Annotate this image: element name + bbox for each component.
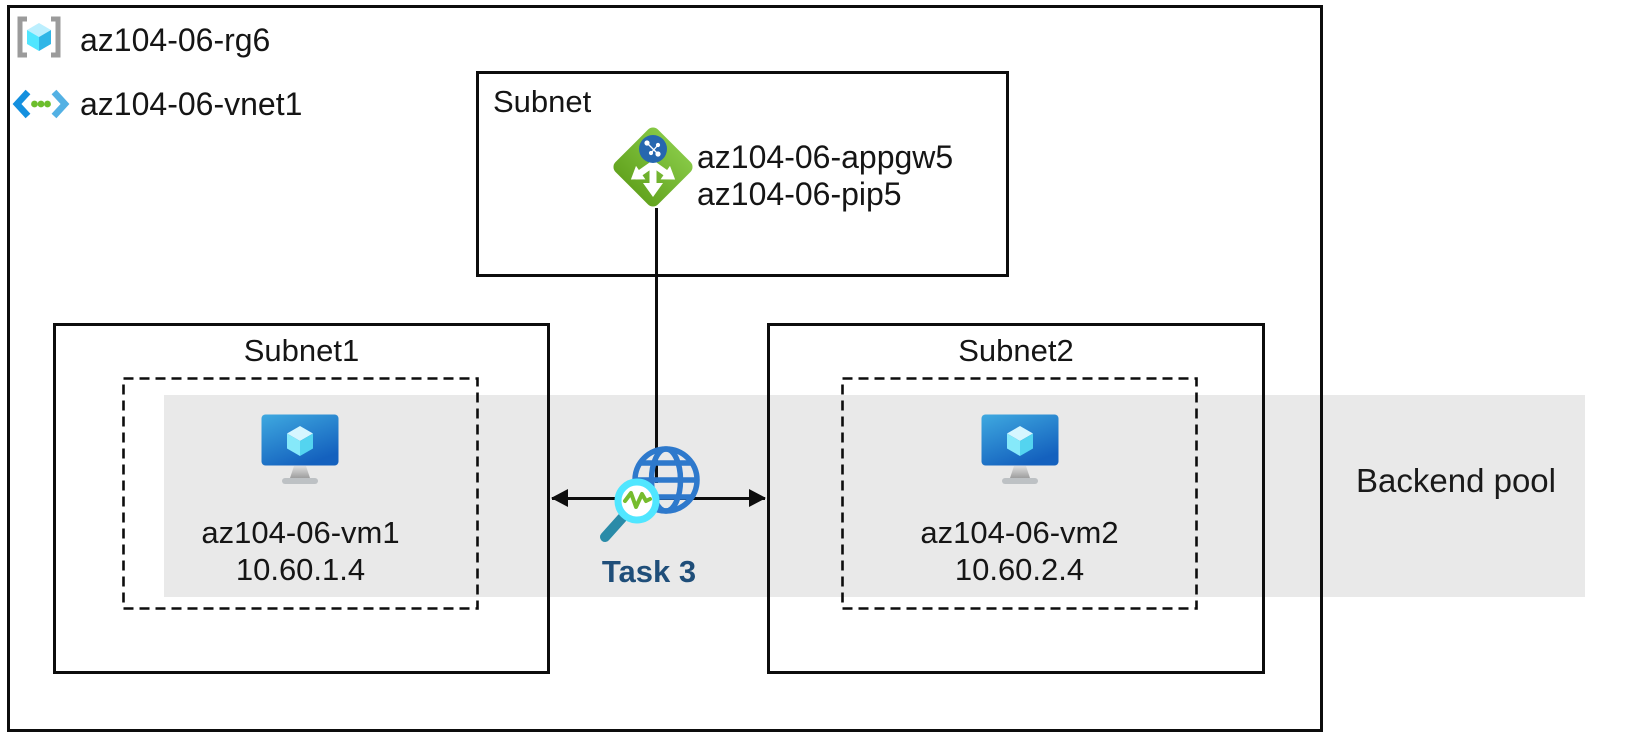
app-gateway-labels: az104-06-appgw5 az104-06-pip5 <box>697 139 953 213</box>
subnet2-dashed-box <box>841 377 1198 610</box>
vm2-caption: az104-06-vm2 10.60.2.4 <box>841 514 1198 588</box>
vm2-ip: 10.60.2.4 <box>954 552 1085 587</box>
subnet1-box: Subnet1 <box>53 323 550 674</box>
vm1-ip: 10.60.1.4 <box>235 552 366 587</box>
magnifier-handle <box>600 513 627 542</box>
virtual-network-icon <box>12 89 70 119</box>
vm2-name: az104-06-vm2 <box>920 515 1119 550</box>
gateway-subnet-box: Subnet <box>476 71 1009 277</box>
connection-monitor-icon <box>600 446 700 542</box>
vm1-name: az104-06-vm1 <box>201 515 400 550</box>
arrowhead-right-icon <box>749 489 766 507</box>
app-gateway-name: az104-06-appgw5 <box>697 139 954 175</box>
vm1-caption: az104-06-vm1 10.60.1.4 <box>122 514 479 588</box>
gateway-to-monitor-connector <box>655 208 658 483</box>
public-ip-name: az104-06-pip5 <box>697 176 902 212</box>
arrowhead-left-icon <box>551 489 568 507</box>
gateway-subnet-title: Subnet <box>493 84 592 119</box>
resource-group-boundary <box>7 5 1323 732</box>
backend-pool-band <box>164 395 1585 597</box>
subnet1-dashed-box <box>122 377 479 610</box>
subnet1-title: Subnet1 <box>243 333 360 368</box>
subnet2-title: Subnet2 <box>958 333 1074 368</box>
virtual-network-name: az104-06-vnet1 <box>80 86 303 122</box>
application-gateway-icon <box>613 127 693 207</box>
subnet2-box: Subnet2 <box>767 323 1265 674</box>
resource-group-icon <box>17 16 61 58</box>
vm2-icon <box>981 414 1059 484</box>
task-label: Task 3 <box>601 554 697 589</box>
pulse-line <box>623 491 652 509</box>
vm1-icon <box>261 414 339 484</box>
resource-group-name: az104-06-rg6 <box>80 22 271 58</box>
backend-pool-label: Backend pool <box>1356 462 1556 499</box>
